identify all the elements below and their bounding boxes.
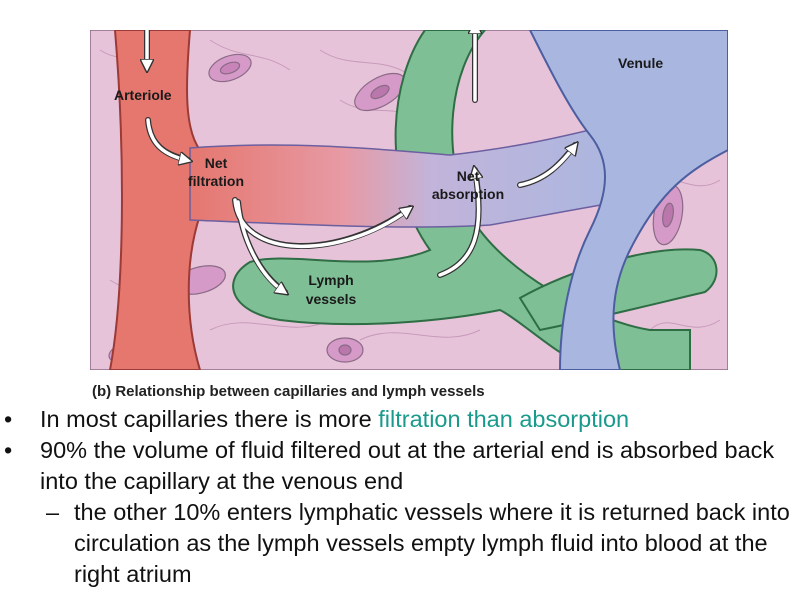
- bullet-dot: •: [4, 406, 13, 432]
- sub-bullet-text: the other 10% enters lymphatic vessels w…: [74, 499, 790, 587]
- label-net-absorption-2: absorption: [432, 186, 504, 202]
- bullet-text: In most capillaries there is more: [40, 406, 379, 432]
- label-arteriole: Arteriole: [114, 87, 172, 103]
- bullet-dot: •: [4, 437, 13, 463]
- bullet-item: • 90% the volume of fluid filtered out a…: [4, 435, 794, 497]
- venule-vessel: [528, 30, 728, 370]
- label-venule: Venule: [618, 55, 663, 71]
- label-lymph-2: vessels: [306, 291, 357, 307]
- capillary-lymph-diagram: Arteriole Venule Net filtration Net abso…: [90, 30, 728, 370]
- label-net-filtration-2: filtration: [188, 173, 244, 189]
- sub-bullet-dash: –: [46, 499, 60, 525]
- bullet-item: • In most capillaries there is more filt…: [4, 404, 794, 435]
- flow-arrows-inner: [147, 30, 574, 291]
- bullet-highlight: filtration than absorption: [378, 406, 630, 432]
- bullet-text: 90% the volume of fluid filtered out at …: [40, 437, 775, 494]
- label-net-absorption-1: Net: [457, 168, 480, 184]
- diagram-svg: Arteriole Venule Net filtration Net abso…: [90, 30, 728, 370]
- bullet-list: • In most capillaries there is more filt…: [4, 404, 794, 590]
- label-net-filtration-1: Net: [205, 155, 228, 171]
- label-lymph-1: Lymph: [308, 272, 353, 288]
- figure-caption: (b) Relationship between capillaries and…: [92, 383, 485, 400]
- sub-bullet-item: – the other 10% enters lymphatic vessels…: [4, 497, 794, 590]
